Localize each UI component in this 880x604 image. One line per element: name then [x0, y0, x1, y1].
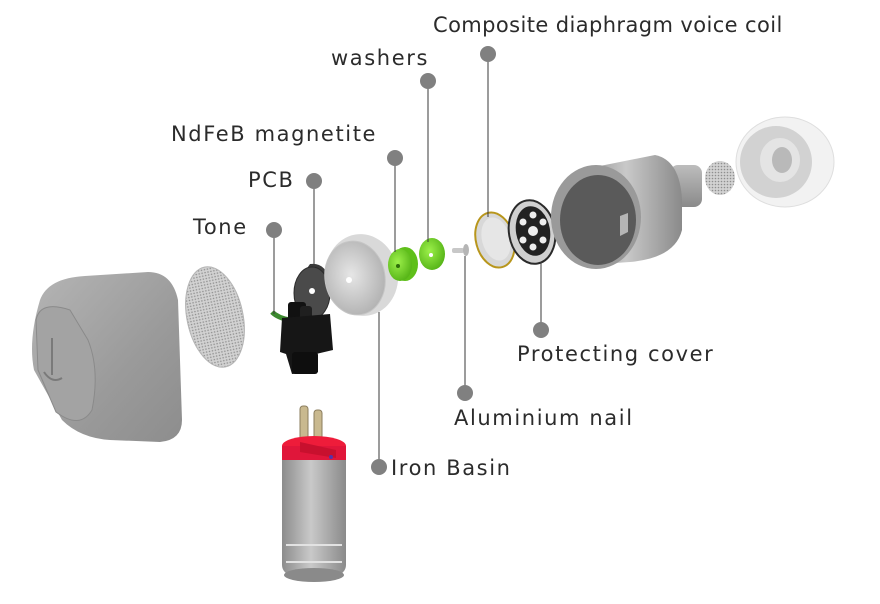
callout-tone	[266, 222, 282, 314]
label-iron-basin: Iron Basin	[391, 456, 512, 480]
callout-dot	[420, 73, 436, 89]
callout-pcb	[306, 173, 322, 268]
label-pcb: PCB	[248, 168, 295, 192]
iron-basin	[324, 234, 399, 316]
ear-tip	[735, 116, 835, 208]
mmcx-2pin-connector	[282, 405, 346, 582]
mesh-filter-large	[185, 266, 245, 368]
mesh-filter-small	[705, 161, 735, 195]
callout-dot	[457, 385, 473, 401]
callout-composite-diaphragm	[480, 46, 496, 217]
aluminium-nail	[452, 244, 469, 256]
callout-dot	[266, 222, 282, 238]
callout-dot	[533, 322, 549, 338]
protecting-cover	[507, 199, 557, 265]
label-protecting-cover: Protecting cover	[517, 342, 715, 366]
label-ndfeb-magnetite: NdFeB magnetite	[171, 122, 378, 146]
callout-aluminium-nail	[457, 256, 473, 401]
callout-washers	[420, 73, 436, 242]
nozzle-housing	[551, 155, 702, 269]
label-aluminium-nail: Aluminium nail	[454, 406, 634, 430]
washer	[419, 238, 445, 270]
callout-dot	[306, 173, 322, 189]
diaphragm	[474, 211, 516, 269]
pcb-connector-block	[280, 302, 333, 374]
label-washers: washers	[331, 46, 429, 70]
callout-ndfeb-magnetite	[387, 150, 403, 252]
label-composite-diaphragm: Composite diaphragm voice coil	[433, 13, 783, 37]
callout-dot	[480, 46, 496, 62]
callout-dot	[371, 459, 387, 475]
magnet	[388, 247, 418, 281]
callout-protecting-cover	[533, 262, 549, 338]
callout-iron-basin	[371, 312, 387, 475]
label-tone: Tone	[193, 215, 248, 239]
shell-cap	[32, 272, 182, 442]
callout-dot	[387, 150, 403, 166]
